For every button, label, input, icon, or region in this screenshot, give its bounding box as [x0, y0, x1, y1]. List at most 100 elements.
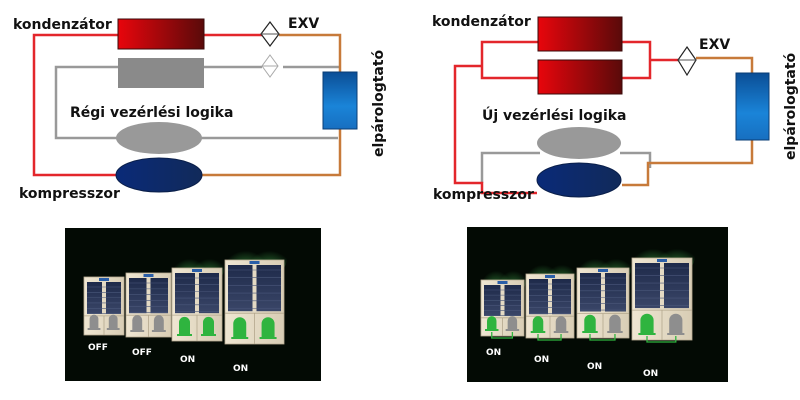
coil-panel [605, 273, 626, 312]
diagram-title: Régi vezérlési logika [70, 105, 233, 121]
fan-link-line [491, 332, 514, 339]
fan-on-icon [584, 314, 596, 332]
coil-panel [664, 263, 689, 309]
compressor-label: kompresszor [433, 187, 534, 203]
evaporator [322, 71, 358, 130]
brand-logo [545, 275, 555, 278]
coil-panel [635, 263, 660, 309]
brand-logo [99, 278, 109, 281]
old-logic-diagram: kondenzátor EXV Régi vezérlési logika ko… [13, 16, 387, 202]
compressor-label: kompresszor [19, 186, 120, 202]
active-circuit [32, 33, 342, 177]
brand-logo [143, 274, 154, 277]
condenser-1 [537, 16, 623, 52]
condenser-2 [537, 59, 623, 95]
chiller-unit: ON [171, 248, 225, 365]
coil-panel [150, 278, 168, 314]
unit-status-label: ON [587, 362, 602, 372]
new-logic-diagram: kondenzátor EXV Új vezérlési logika komp… [432, 14, 799, 203]
unit-status-label: ON [233, 364, 248, 374]
chiller-unit: ON [576, 248, 632, 372]
fan-off-icon-base [106, 328, 120, 330]
unit-status-label: ON [534, 355, 549, 365]
evaporator-label: elpárologtató [371, 49, 387, 157]
coil-panel [199, 273, 219, 314]
fan-off-icon [507, 316, 518, 330]
unit-status-label: OFF [88, 343, 108, 353]
hot-lines [453, 40, 678, 195]
fan-on-icon [261, 317, 275, 338]
fan-on-icon [233, 317, 247, 338]
fan-on-icon-base [582, 331, 598, 333]
old-logic-photo: OFF OFF ON ON [65, 228, 321, 381]
chiller-unit: OFF [125, 272, 172, 358]
brand-logo [497, 281, 508, 284]
fan-off-icon-base [505, 329, 520, 331]
fan-on-icon [179, 316, 190, 335]
exv-label: EXV [288, 16, 319, 32]
exv-label: EXV [699, 37, 730, 53]
evaporator-label: elpárologtató [783, 52, 799, 160]
fan-on-icon-base [638, 333, 656, 335]
brand-logo [657, 259, 667, 262]
compressor [536, 162, 622, 198]
fan-off-icon [153, 315, 164, 331]
coil-panel [129, 278, 147, 314]
cold-lines [622, 56, 754, 187]
fan-off-icon-base [667, 333, 685, 335]
fan-on-icon-base [201, 334, 216, 336]
inactive-line [480, 151, 540, 183]
brand-logo [249, 261, 260, 264]
inactive-expansion-valve [261, 54, 279, 78]
fan-off-icon-base [151, 330, 166, 332]
inactive-compressor [116, 122, 202, 154]
fan-on-icon [532, 316, 544, 332]
fan-on-icon [487, 316, 497, 330]
inactive-line [620, 151, 652, 168]
expansion-valve-icon [677, 45, 697, 77]
brand-logo [598, 269, 608, 272]
inactive-circuit [54, 65, 339, 140]
condenser-label: kondenzátor [13, 17, 112, 33]
coil-panel [106, 282, 121, 314]
fan-off-icon [609, 314, 621, 332]
fan-off-icon [669, 313, 683, 334]
coil-panel [529, 279, 548, 315]
coil-panel [228, 265, 253, 312]
condenser-label: kondenzátor [432, 14, 531, 30]
brand-logo [192, 269, 202, 272]
coil-panel [87, 282, 102, 314]
new-logic-photo: ON ON ON ON [467, 227, 728, 382]
fan-on-icon-base [231, 337, 249, 339]
fan-off-icon [89, 314, 99, 329]
chiller-unit: ON [631, 238, 695, 379]
coil-panel [256, 265, 281, 312]
chiller-unit: ON [525, 254, 577, 365]
condenser [117, 18, 205, 50]
evaporator [735, 72, 770, 141]
chiller-unit: ON [480, 260, 527, 358]
fan-on-icon-base [485, 329, 499, 331]
fan-link-line [537, 334, 562, 341]
coil-panel [580, 273, 601, 312]
fan-off-icon-base [553, 331, 569, 333]
fan-off-icon [555, 316, 567, 332]
fan-on-icon [203, 316, 214, 335]
fan-on-icon-base [177, 334, 192, 336]
diagram-title: Új vezérlési logika [482, 106, 627, 124]
fan-off-icon [108, 314, 118, 329]
fan-off-icon-base [607, 331, 623, 333]
fan-on-icon [640, 313, 654, 334]
fan-link-line [646, 336, 677, 343]
unit-status-label: OFF [132, 348, 152, 358]
fan-on-icon-base [259, 337, 277, 339]
fan-off-icon-base [130, 330, 145, 332]
coil-panel [552, 279, 571, 315]
chiller-unit: OFF [83, 276, 125, 353]
coil-panel [175, 273, 195, 314]
inactive-condenser [118, 58, 204, 88]
chiller-unit: ON [224, 240, 287, 374]
fan-link-line [589, 334, 616, 341]
fan-on-icon-base [530, 331, 546, 333]
